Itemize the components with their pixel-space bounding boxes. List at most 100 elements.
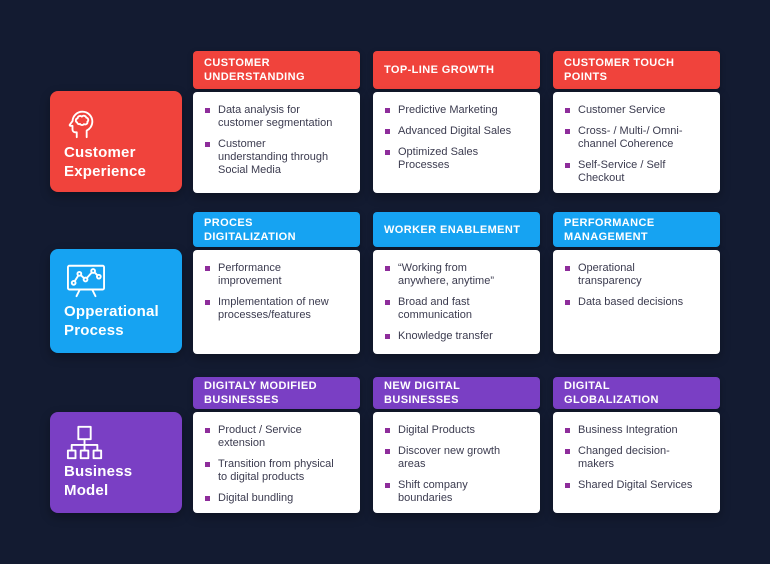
bullet-text: Cross- / Multi-/ Omni- channel Coherence — [578, 125, 683, 150]
bullet-square-icon — [565, 448, 570, 454]
bullet-item: Operational transparency — [565, 262, 712, 288]
bullet-item: Product / Service extension — [205, 424, 352, 450]
bullet-text: Broad and fast communication — [398, 296, 472, 321]
bullet-item: Transition from physical to digital prod… — [205, 458, 352, 484]
framework-column: WORKER ENABLEMENT “Working from anywhere… — [373, 212, 540, 354]
column-header: WORKER ENABLEMENT — [373, 212, 540, 247]
bullet-text: Implementation of new processes/features — [218, 296, 329, 321]
bullet-text: Business Integration — [578, 424, 678, 436]
bullet-square-icon — [385, 107, 390, 113]
bullet-text: Transition from physical to digital prod… — [218, 458, 334, 483]
column-header: CUSTOMER TOUCH POINTS — [553, 51, 720, 89]
bullet-item: Digital Products — [385, 424, 532, 437]
bullet-item: Changed decision- makers — [565, 445, 712, 471]
row-columns: PROCES DIGITALIZATION Performance improv… — [193, 212, 733, 354]
framework-column: DIGITAL GLOBALIZATION Business Integrati… — [553, 377, 720, 513]
column-header-label: NEW DIGITAL BUSINESSES — [384, 380, 461, 406]
framework-column: PERFORMANCE MANAGEMENT Operational trans… — [553, 212, 720, 354]
bullet-item: Implementation of new processes/features — [205, 296, 352, 322]
bullet-item: Data analysis for customer segmentation — [205, 104, 352, 130]
column-header-label: WORKER ENABLEMENT — [384, 223, 521, 236]
bullet-item: Shared Digital Services — [565, 479, 712, 492]
bullet-square-icon — [385, 128, 390, 134]
bullet-text: Knowledge transfer — [398, 330, 493, 342]
bullet-square-icon — [385, 333, 390, 339]
bullet-text: Advanced Digital Sales — [398, 125, 512, 137]
column-header: CUSTOMER UNDERSTANDING — [193, 51, 360, 89]
bullet-item: Knowledge transfer — [385, 330, 532, 343]
framework-row: Opperational Process PROCES DIGITALIZATI… — [50, 212, 770, 354]
column-header-label: DIGITALY MODIFIED BUSINESSES — [204, 380, 317, 406]
bullet-square-icon — [205, 141, 210, 147]
column-header-label: PROCES DIGITALIZATION — [204, 216, 296, 243]
bullet-text: Digital Products — [398, 424, 476, 436]
bullet-square-icon — [565, 265, 570, 271]
column-header-label: CUSTOMER TOUCH POINTS — [564, 57, 675, 83]
row-label-card: Opperational Process — [50, 249, 182, 353]
bullet-square-icon — [385, 299, 390, 305]
bullet-item: Discover new growth areas — [385, 445, 532, 471]
bullet-square-icon — [205, 495, 210, 501]
bullet-item: Business Integration — [565, 424, 712, 437]
framework-column: DIGITALY MODIFIED BUSINESSES Product / S… — [193, 377, 360, 513]
org-chart-icon — [64, 424, 168, 462]
column-header: PERFORMANCE MANAGEMENT — [553, 212, 720, 247]
head-brain-icon — [64, 103, 168, 143]
bullet-item: Optimized Sales Processes — [385, 146, 532, 172]
bullet-square-icon — [205, 299, 210, 305]
column-header: NEW DIGITAL BUSINESSES — [373, 377, 540, 409]
bullet-item: Shift company boundaries — [385, 479, 532, 505]
column-header-label: CUSTOMER UNDERSTANDING — [204, 57, 305, 83]
column-header: DIGITALY MODIFIED BUSINESSES — [193, 377, 360, 409]
framework-row: Customer Experience CUSTOMER UNDERSTANDI… — [50, 51, 770, 193]
bullet-item: Customer Service — [565, 104, 712, 117]
bullet-text: Self-Service / Self Checkout — [578, 159, 666, 184]
row-label-card: Customer Experience — [50, 91, 182, 192]
bullet-square-icon — [205, 265, 210, 271]
framework-column: PROCES DIGITALIZATION Performance improv… — [193, 212, 360, 354]
bullet-square-icon — [385, 427, 390, 433]
bullet-item: Broad and fast communication — [385, 296, 532, 322]
row-label: Opperational Process — [64, 303, 159, 339]
bullet-text: Performance improvement — [218, 262, 282, 287]
column-header-label: TOP-LINE GROWTH — [384, 64, 495, 76]
column-header: DIGITAL GLOBALIZATION — [553, 377, 720, 409]
bullet-text: Changed decision- makers — [578, 445, 670, 470]
bullet-item: Data based decisions — [565, 296, 712, 309]
column-header-label: DIGITAL GLOBALIZATION — [564, 380, 659, 406]
bullet-item: “Working from anywhere, anytime” — [385, 262, 532, 288]
bullet-text: “Working from anywhere, anytime” — [398, 262, 494, 287]
bullet-text: Data based decisions — [578, 296, 684, 308]
bullet-square-icon — [565, 162, 570, 168]
row-columns: CUSTOMER UNDERSTANDING Data analysis for… — [193, 51, 733, 193]
bullet-item: Self-Service / Self Checkout — [565, 159, 712, 185]
bullet-square-icon — [205, 427, 210, 433]
bullet-item: Digital bundling — [205, 492, 352, 505]
bullet-square-icon — [385, 265, 390, 271]
bullet-square-icon — [565, 482, 570, 488]
row-label-card: Business Model — [50, 412, 182, 513]
bullet-item: Advanced Digital Sales — [385, 125, 532, 138]
row-label: Business Model — [64, 463, 133, 499]
bullet-text: Product / Service extension — [218, 424, 302, 449]
bullet-item: Performance improvement — [205, 262, 352, 288]
bullet-item: Predictive Marketing — [385, 104, 532, 117]
bullet-text: Data analysis for customer segmentation — [218, 104, 333, 129]
bullet-square-icon — [565, 107, 570, 113]
